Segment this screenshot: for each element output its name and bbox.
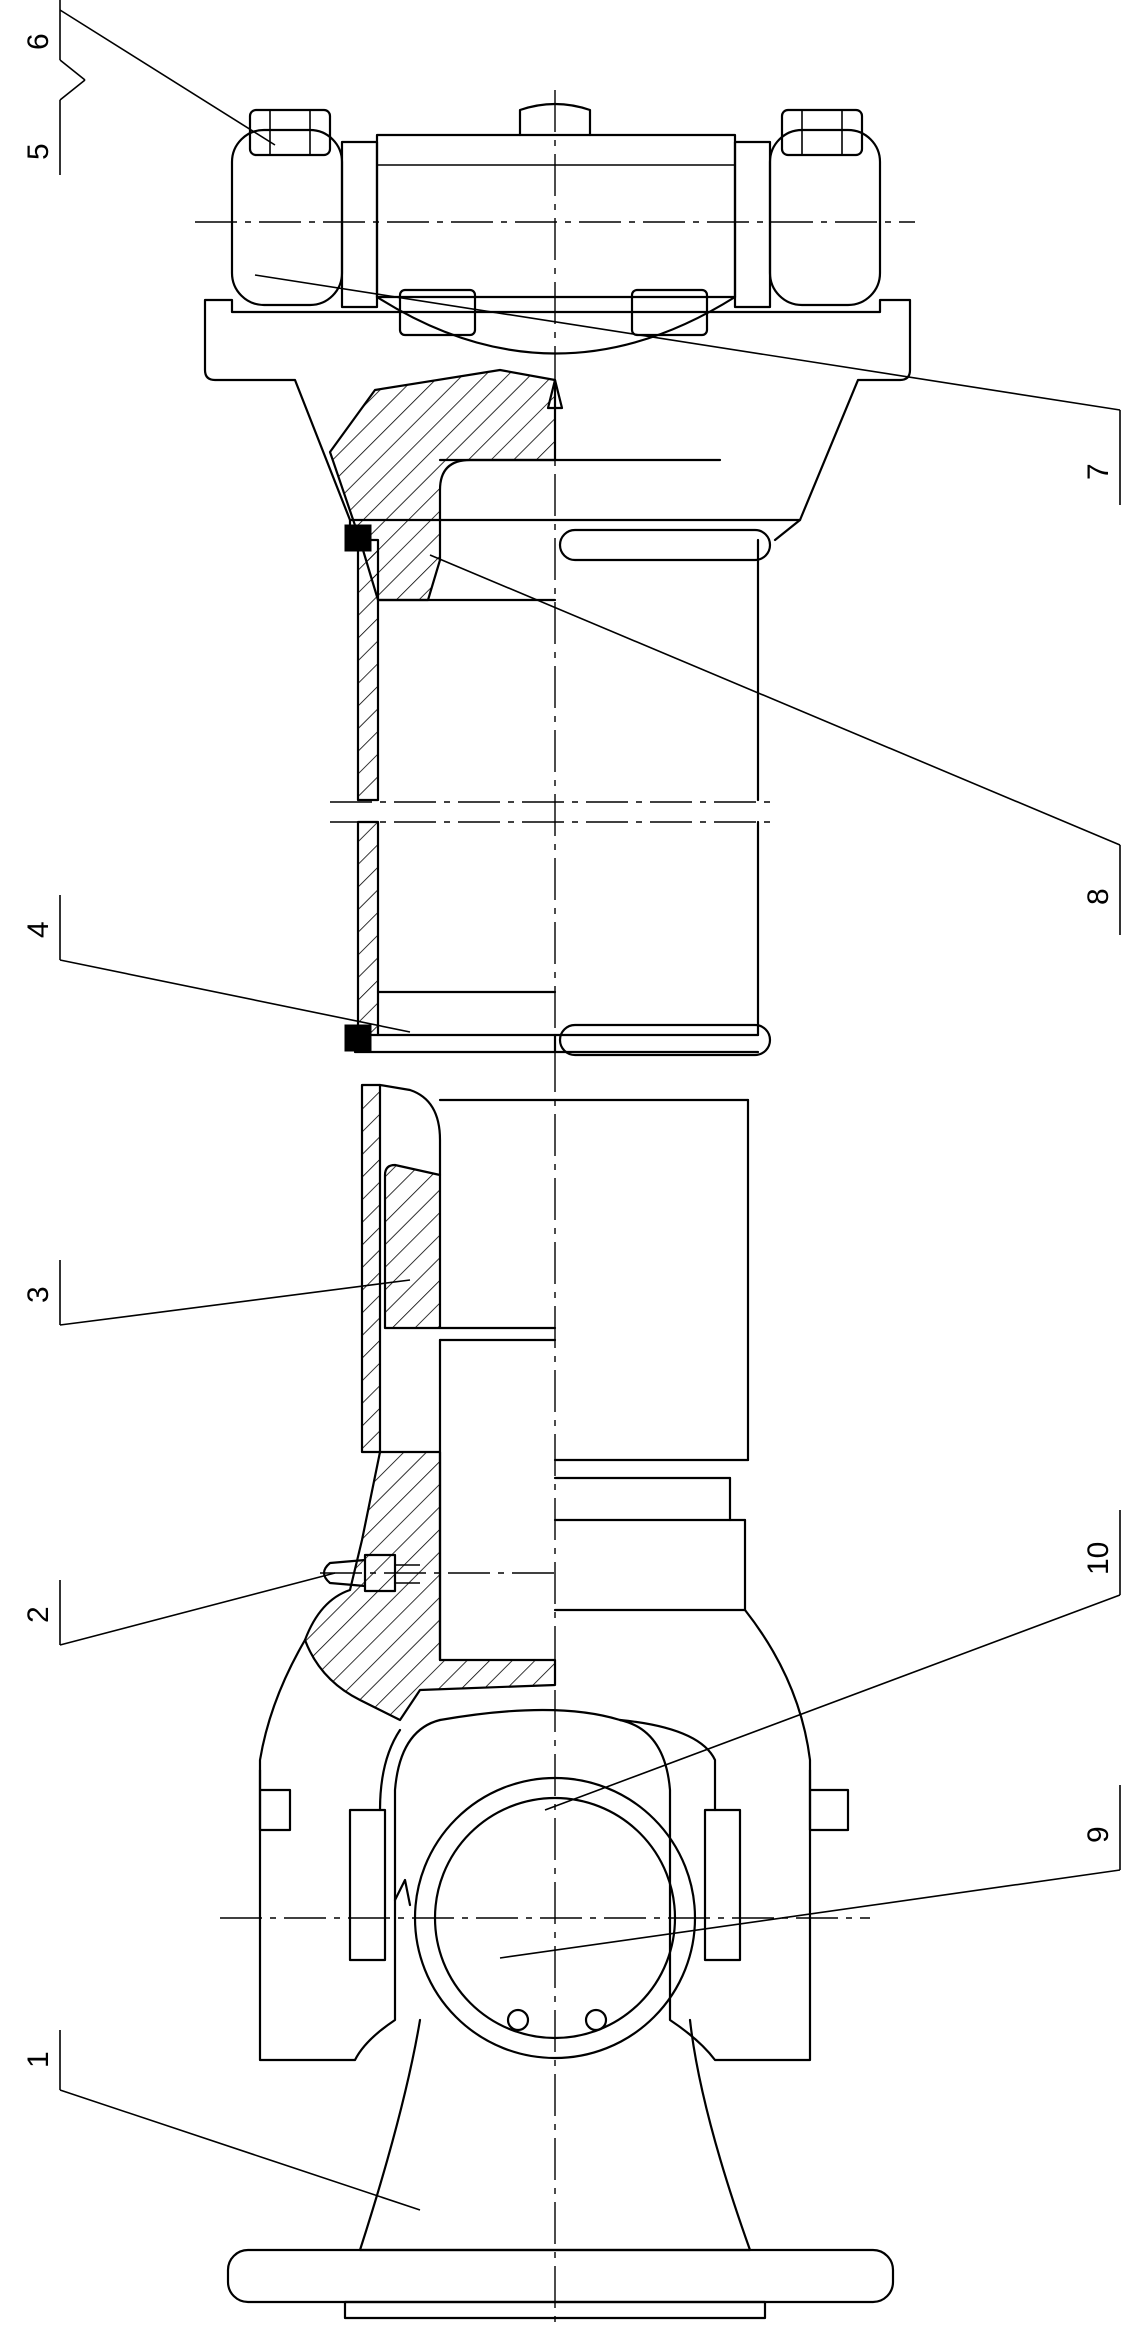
svg-text:1: 1 — [22, 2051, 55, 2068]
flange-hub-section — [328, 368, 557, 602]
flange-centre-block — [375, 133, 737, 299]
svg-text:6: 6 — [22, 33, 55, 50]
svg-text:7: 7 — [1082, 463, 1115, 480]
hub-mark — [546, 378, 564, 410]
callout-7: 7 — [254, 274, 1121, 505]
grease-nipple — [322, 1553, 420, 1593]
svg-text:4: 4 — [22, 921, 55, 938]
callout-5-6: 5 6 — [22, 0, 276, 175]
seal-ring-lower — [344, 1024, 372, 1052]
weld-bead-upper — [558, 528, 772, 562]
svg-text:5: 5 — [22, 143, 55, 160]
svg-text:3: 3 — [22, 1286, 55, 1303]
callouts: 1 2 3 4 5 6 7 — [22, 0, 1121, 2211]
spline-sleeve — [360, 1083, 750, 1612]
svg-text:9: 9 — [1082, 1826, 1115, 1843]
flange-yoke-body — [203, 298, 912, 522]
svg-text:10: 10 — [1082, 1542, 1115, 1575]
bolt-head-right — [780, 108, 864, 157]
bearing-cup — [393, 1776, 697, 2060]
weld-bead-lower — [558, 1023, 772, 1057]
callout-3: 3 — [22, 1260, 411, 1326]
slip-yoke-section — [303, 1450, 557, 1722]
callout-1: 1 — [22, 2030, 421, 2211]
end-flange — [226, 2018, 895, 2320]
seal-ring-upper — [344, 524, 372, 552]
lower-yoke — [258, 1608, 850, 2062]
callout-2: 2 — [22, 1572, 336, 1646]
callout-8: 8 — [429, 554, 1121, 935]
callout-9: 9 — [499, 1785, 1121, 1959]
callout-10: 10 — [544, 1510, 1121, 1811]
bolt-head-left — [248, 108, 332, 157]
svg-text:8: 8 — [1082, 888, 1115, 905]
svg-text:2: 2 — [22, 1606, 55, 1623]
callout-4: 4 — [22, 895, 411, 1033]
shaft-tube — [353, 458, 760, 1054]
spider-arc — [375, 295, 737, 355]
